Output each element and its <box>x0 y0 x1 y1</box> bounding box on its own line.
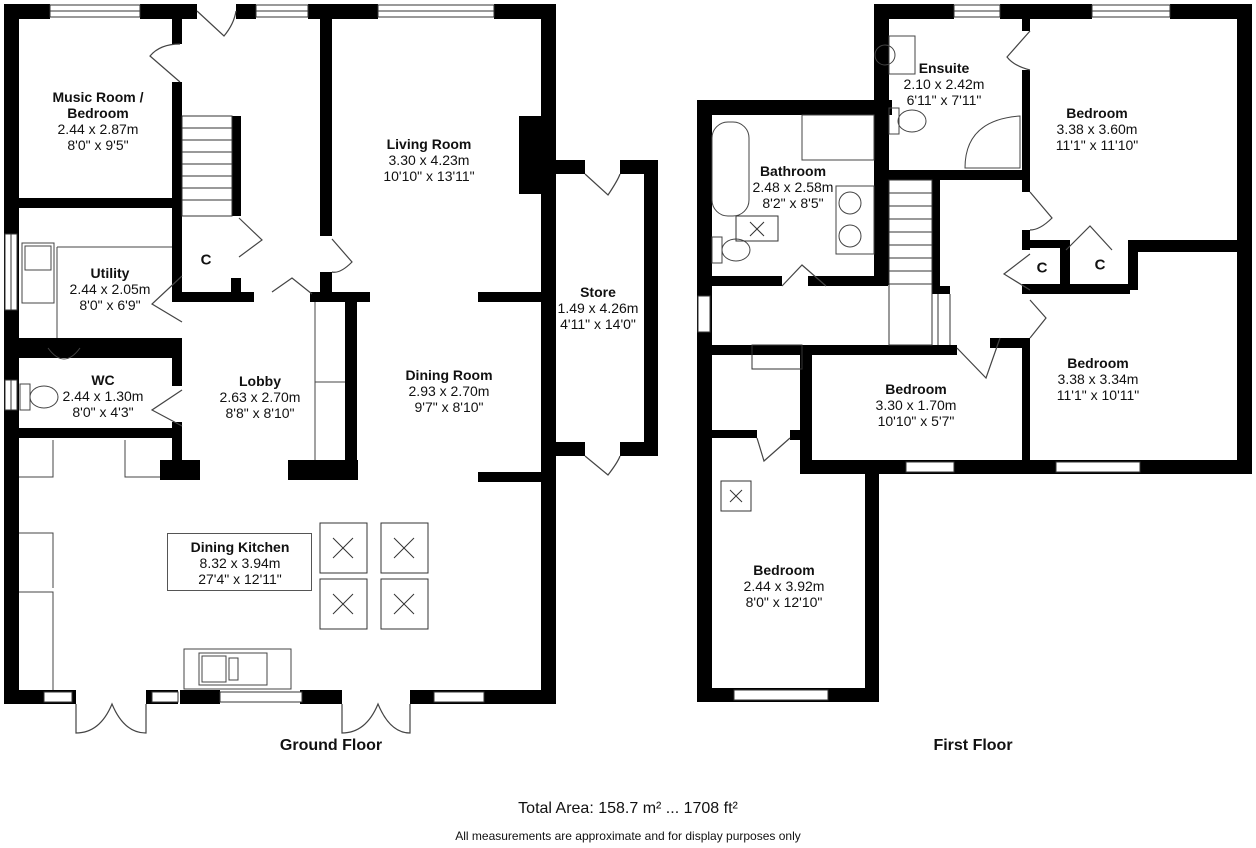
room-imperial: 8'0" x 4'3" <box>72 404 134 420</box>
room-imperial: 8'8" x 8'10" <box>225 405 295 421</box>
first-floor-title: First Floor <box>933 737 1013 754</box>
room-wc: WC 2.44 x 1.30m 8'0" x 4'3" <box>63 372 144 420</box>
room-bedroom-2: Bedroom 3.30 x 1.70m 10'10" x 5'7" <box>876 381 957 429</box>
room-metric: 2.10 x 2.42m <box>903 76 985 92</box>
room-metric: 8.32 x 3.94m <box>199 555 281 571</box>
room-name: Lobby <box>239 373 281 389</box>
disclaimer: All measurements are approximate and for… <box>455 829 801 843</box>
room-imperial: 11'1" x 10'11" <box>1056 387 1140 403</box>
room-metric: 2.44 x 3.92m <box>743 578 825 594</box>
room-ensuite: Ensuite 2.10 x 2.42m 6'11" x 7'11" <box>904 60 985 108</box>
room-dining-kitchen: Dining Kitchen 8.32 x 3.94m 27'4" x 12'1… <box>191 539 290 587</box>
room-metric: 3.30 x 4.23m <box>388 152 470 168</box>
room-imperial: 8'0" x 6'9" <box>79 297 141 313</box>
kitchen-label-box <box>167 533 312 591</box>
room-name: Dining Kitchen <box>190 539 290 555</box>
room-name: Bedroom <box>1067 355 1129 371</box>
room-metric: 3.38 x 3.60m <box>1056 121 1138 137</box>
room-bedroom-4: Bedroom 2.44 x 3.92m 8'0" x 12'10" <box>744 562 825 610</box>
room-metric: 3.38 x 3.34m <box>1057 371 1139 387</box>
room-metric: 3.30 x 1.70m <box>875 397 957 413</box>
room-name-line2: Bedroom <box>67 105 129 121</box>
room-imperial: 9'7" x 8'10" <box>414 399 484 415</box>
closet-label: C <box>200 251 212 269</box>
closet-label-2: C <box>1094 256 1106 274</box>
room-metric: 2.44 x 2.05m <box>69 281 151 297</box>
room-metric: 2.44 x 1.30m <box>62 388 144 404</box>
room-name: Living Room <box>386 136 472 152</box>
room-imperial: 4'11" x 14'0" <box>560 316 636 332</box>
room-store: Store 1.49 x 4.26m 4'11" x 14'0" <box>558 284 639 332</box>
room-name: Music Room / <box>52 89 144 105</box>
room-bedroom-1: Bedroom 3.38 x 3.60m 11'1" x 11'10" <box>1056 105 1139 153</box>
room-metric: 2.63 x 2.70m <box>219 389 301 405</box>
room-imperial: 27'4" x 12'11" <box>198 571 282 587</box>
closet-label-1: C <box>1036 259 1048 277</box>
room-name: Bathroom <box>759 163 827 179</box>
room-bedroom-3: Bedroom 3.38 x 3.34m 11'1" x 10'11" <box>1057 355 1140 403</box>
ground-floor-title: Ground Floor <box>279 737 383 754</box>
room-imperial: 8'2" x 8'5" <box>762 195 824 211</box>
room-dining-room: Dining Room 2.93 x 2.70m 9'7" x 8'10" <box>405 367 492 415</box>
room-metric: 2.44 x 2.87m <box>57 121 139 137</box>
room-imperial: 10'10" x 5'7" <box>877 413 955 429</box>
room-name: Dining Room <box>405 367 493 383</box>
room-name: Bedroom <box>753 562 815 578</box>
room-utility: Utility 2.44 x 2.05m 8'0" x 6'9" <box>70 265 151 313</box>
room-metric: 2.93 x 2.70m <box>408 383 490 399</box>
room-living-room: Living Room 3.30 x 4.23m 10'10" x 13'11" <box>383 136 474 184</box>
room-metric: 1.49 x 4.26m <box>557 300 639 316</box>
room-bathroom: Bathroom 2.48 x 2.58m 8'2" x 8'5" <box>753 163 834 211</box>
room-name: Ensuite <box>918 60 970 76</box>
room-name: Utility <box>90 265 130 281</box>
room-imperial: 6'11" x 7'11" <box>906 92 982 108</box>
room-metric: 2.48 x 2.58m <box>752 179 834 195</box>
room-name: Bedroom <box>1066 105 1128 121</box>
room-name: Bedroom <box>885 381 947 397</box>
room-imperial: 8'0" x 12'10" <box>745 594 823 610</box>
room-name: Store <box>580 284 616 300</box>
total-area: Total Area: 158.7 m² ... 1708 ft² <box>518 800 738 817</box>
room-imperial: 8'0" x 9'5" <box>67 137 129 153</box>
room-music-room-bedroom: Music Room / Bedroom 2.44 x 2.87m 8'0" x… <box>52 89 143 153</box>
room-imperial: 11'1" x 11'10" <box>1055 137 1139 153</box>
room-lobby: Lobby 2.63 x 2.70m 8'8" x 8'10" <box>220 373 301 421</box>
room-imperial: 10'10" x 13'11" <box>383 168 475 184</box>
room-name: WC <box>91 372 115 388</box>
